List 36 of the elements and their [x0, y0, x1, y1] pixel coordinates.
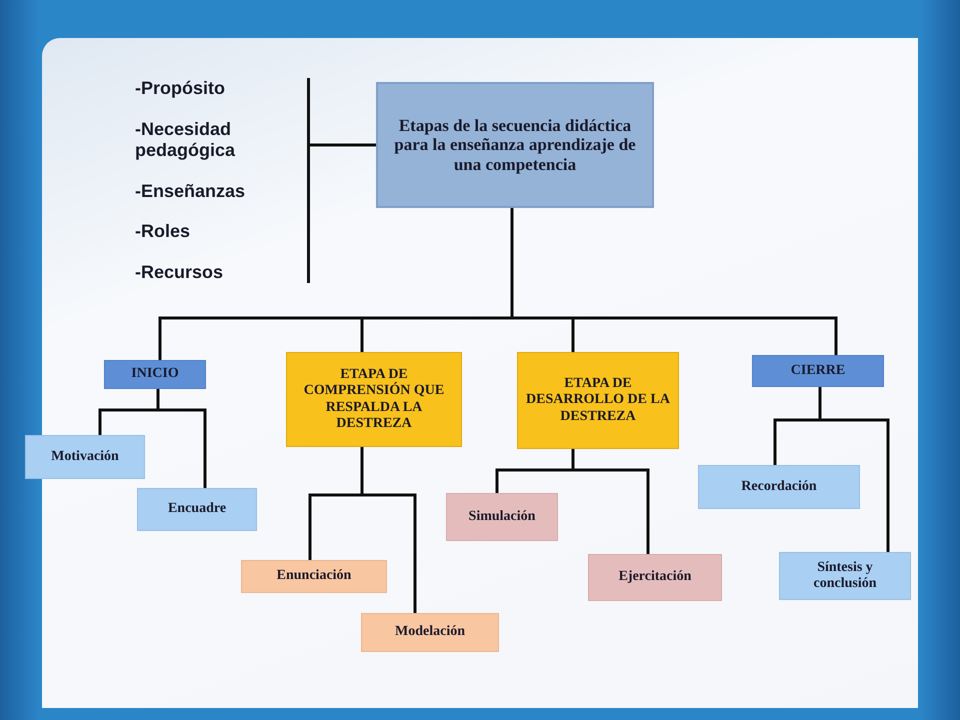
box-label: Etapas de la secuencia didáctica para la enseñanza aprendizaje de una competencia — [393, 116, 637, 174]
list-item: -Recursos — [135, 262, 224, 283]
box-label: Encuadre — [168, 501, 226, 518]
stage-box — [361, 613, 499, 652]
box-label: Motivación — [51, 448, 119, 466]
stage-box — [137, 488, 257, 531]
box-label: CIERRE — [790, 362, 846, 380]
stage-box — [286, 352, 462, 447]
box-label: INICIO — [131, 366, 179, 383]
connector-line — [156, 389, 206, 488]
stage-box — [779, 552, 911, 600]
list-item: -Necesidad pedagógica — [135, 118, 236, 160]
stage-box — [517, 352, 679, 449]
connector-line — [510, 208, 838, 355]
stage-box — [104, 360, 206, 389]
box-label: Ejercitación — [618, 569, 692, 586]
box-label: ETAPA DE DESARROLLO DE LA DESTREZA — [525, 376, 671, 425]
box-label: Modelación — [395, 624, 465, 641]
box-label: ETAPA DE COMPRENSIÓN QUE RESPALDA LA DESTREZA — [302, 367, 446, 432]
stage-box — [241, 560, 387, 593]
stage-box — [698, 465, 860, 509]
box-label: Recordación — [741, 478, 817, 496]
list-item: -Propósito — [135, 78, 225, 99]
box-label: Síntesis y conclusión — [812, 560, 878, 592]
box-label: Simulación — [468, 508, 536, 526]
box-label: Enunciación — [276, 568, 352, 585]
stage-box — [446, 493, 558, 541]
connector-line — [310, 144, 376, 146]
stage-box — [588, 554, 722, 601]
stage-box — [25, 435, 145, 479]
stage-box — [752, 355, 884, 387]
bracket-list — [135, 78, 310, 283]
connector-line — [572, 449, 650, 554]
stage-box — [376, 82, 654, 208]
list-item: -Enseñanzas — [135, 180, 246, 202]
list-item: -Roles — [135, 221, 190, 242]
